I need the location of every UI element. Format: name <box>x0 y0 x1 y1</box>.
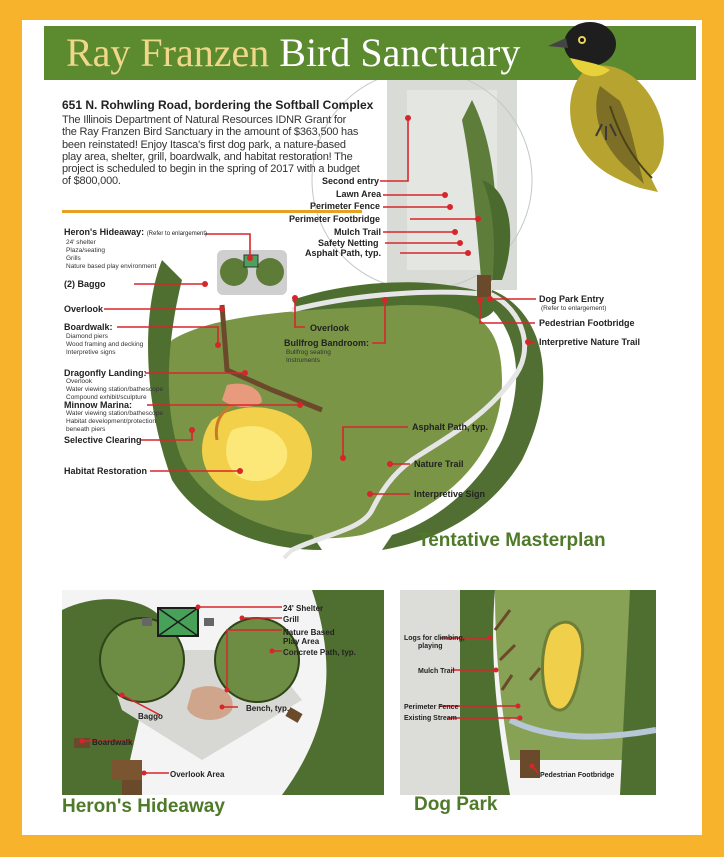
dogpark-logs-label: Logs for climbing, <box>404 635 465 642</box>
label-safety-netting: Safety Netting <box>318 238 379 248</box>
label-baggo: (2) Baggo <box>64 279 106 289</box>
herons-hideaway-title: Heron's Hideaway <box>62 796 225 817</box>
dragonfly-item-2: Water viewing station/bathescope <box>66 386 163 393</box>
intro-divider <box>62 210 362 213</box>
inset-concrete-path-label: Concrete Path, typ. <box>283 648 356 657</box>
bullfrog-item-1: Bullfrog seating <box>286 349 331 356</box>
label-minnow-marina: Minnow Marina: <box>64 400 132 410</box>
dogpark-footbridge-label: Pedestrian Footbridge <box>540 772 615 779</box>
label-dog-park-entry: Dog Park Entry <box>539 294 605 304</box>
label-mulch-trail: Mulch Trail <box>334 227 382 237</box>
label-selective-clearing: Selective Clearing <box>64 435 142 445</box>
inset-nature-play-label: Nature Based <box>283 628 335 637</box>
herons-item-3: Grills <box>66 255 81 262</box>
label-asphalt-path: Asphalt Path, typ. <box>305 248 382 258</box>
label-asphalt-path-2: Asphalt Path, typ. <box>412 422 489 432</box>
label-interpretive-sign: Interpretive Sign <box>414 489 486 499</box>
inset-shelter-label: 24' Shelter <box>283 604 324 613</box>
label-habitat-restoration: Habitat Restoration <box>64 466 148 476</box>
inset-overlook-area-label: Overlook Area <box>170 770 225 779</box>
inset-grill-label: Grill <box>283 615 300 624</box>
inset-baggo-label: Baggo <box>138 712 163 721</box>
tentative-masterplan-title: Tentative Masterplan <box>418 530 606 551</box>
dogpark-fence-label: Perimeter Fence <box>404 704 459 711</box>
page-title: Ray Franzen Bird Sanctuary <box>66 28 520 78</box>
dragonfly-item-1: Overlook <box>66 378 93 385</box>
inset-bench-label: Bench, typ. <box>246 704 290 713</box>
label-herons-hideaway: Heron's Hideaway: (Refer to enlargement) <box>64 227 208 237</box>
herons-item-1: 24' shelter <box>66 239 96 246</box>
dragonfly-item-3: Compound exhibit/sculpture <box>66 394 147 401</box>
inset-nature-play-label-2: Play Area <box>283 637 320 646</box>
inset-boardwalk-label: Boardwalk <box>92 738 133 747</box>
dog-park-footbridge <box>477 275 491 297</box>
label-overlook-left: Overlook <box>64 304 104 314</box>
dogpark-logs-label-2: playing <box>418 643 443 650</box>
boardwalk-item-2: Wood framing and decking <box>66 341 144 348</box>
label-dog-park-entry-note: (Refer to enlargement) <box>541 305 607 312</box>
label-herons-note: (Refer to enlargement) <box>146 231 208 237</box>
bird-illustration <box>548 22 664 192</box>
herons-item-4: Nature based play environment <box>66 263 157 270</box>
label-perimeter-fence: Perimeter Fence <box>310 201 381 211</box>
boardwalk-path <box>219 304 323 413</box>
title-part-2: Bird Sanctuary <box>279 30 521 75</box>
title-part-1: Ray Franzen <box>66 30 270 75</box>
asphalt-path <box>290 289 528 553</box>
minnow-item-2: Habitat development/protection <box>66 418 156 425</box>
boardwalk-item-3: Interpretive signs <box>66 349 116 356</box>
herons-hideaway-inset <box>62 590 384 795</box>
label-bullfrog-bandroom: Bullfrog Bandroom: <box>284 338 369 348</box>
intro-heading: 651 N. Rohwling Road, bordering the Soft… <box>62 98 374 112</box>
intro-block: 651 N. Rohwling Road, bordering the Soft… <box>62 98 374 188</box>
dogpark-mulch-label: Mulch Trail <box>418 668 455 675</box>
label-lawn-area: Lawn Area <box>336 189 382 199</box>
label-interpretive-nature-trail: Interpretive Nature Trail <box>539 337 641 347</box>
leader-lines-main <box>104 115 536 497</box>
label-nature-trail: Nature Trail <box>414 459 464 469</box>
dogpark-stream-label: Existing Stream <box>404 715 457 722</box>
boardwalk-item-1: Diamond piers <box>66 333 108 340</box>
minnow-item-1: Water viewing station/bathescope <box>66 410 163 417</box>
intro-body: The Illinois Department of Natural Resou… <box>62 114 360 188</box>
label-overlook-center: Overlook <box>310 323 350 333</box>
label-perimeter-footbridge: Perimeter Footbridge <box>289 214 381 224</box>
label-pedestrian-footbridge: Pedestrian Footbridge <box>539 318 635 328</box>
label-second-entry: Second entry <box>322 176 380 186</box>
masterplan-map <box>148 80 544 560</box>
bullfrog-item-2: Instruments <box>286 357 320 364</box>
dog-park-title: Dog Park <box>414 794 498 815</box>
label-dragonfly-landing: Dragonfly Landing: <box>64 368 147 378</box>
minnow-item-3: beneath piers <box>66 426 106 433</box>
herons-item-2: Plaza/seating <box>66 247 106 254</box>
label-boardwalk: Boardwalk: <box>64 322 113 332</box>
dog-park-inset <box>400 590 656 795</box>
